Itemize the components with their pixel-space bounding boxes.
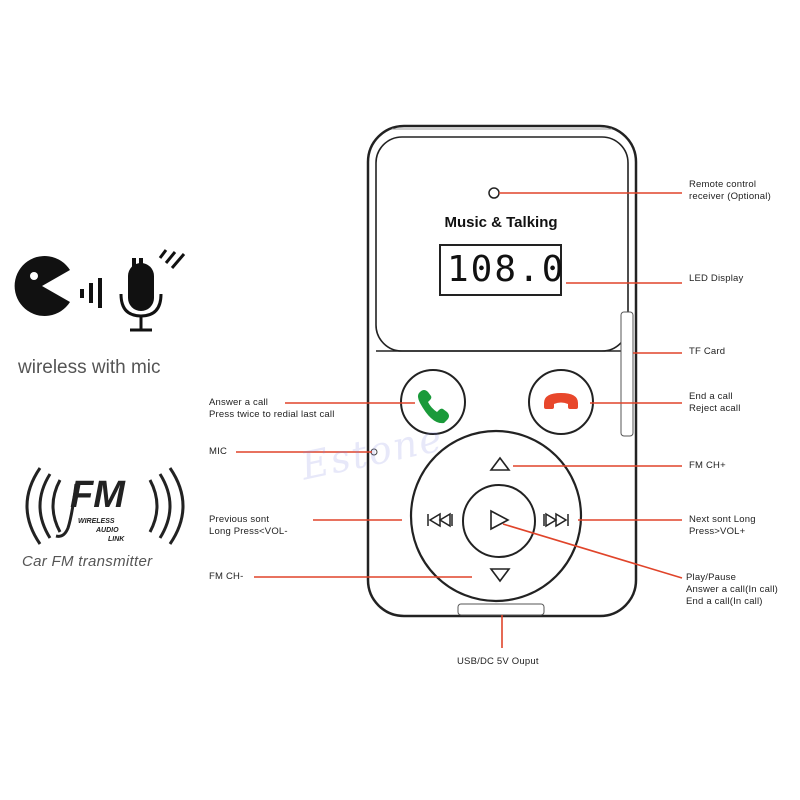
callout-mic: MIC	[209, 446, 228, 457]
fm-logo-line2: AUDIO	[96, 527, 119, 534]
end-call-button[interactable]	[528, 369, 594, 435]
fm-down-icon[interactable]	[489, 568, 511, 583]
wireless-caption: wireless with mic	[18, 357, 161, 378]
callout-fm-ch-minus: FM CH-	[209, 571, 244, 582]
microphone-icon	[119, 249, 186, 332]
tf-card-slot	[620, 311, 634, 437]
phone-end-icon	[544, 393, 578, 409]
fm-logo-line1: WIRELESS	[78, 518, 115, 525]
play-icon	[490, 509, 510, 531]
music-note-icon	[55, 483, 78, 538]
lcd-frequency: 108.0	[447, 249, 566, 290]
leader-lines	[236, 192, 683, 648]
answer-call-button[interactable]	[400, 369, 466, 435]
dpad[interactable]	[409, 429, 583, 603]
usb-port	[457, 603, 545, 616]
fm-logo-line3: LINK	[108, 536, 125, 543]
remote-receiver-dot	[488, 187, 500, 199]
callout-led: LED Display	[689, 273, 744, 284]
next-icon[interactable]	[543, 512, 569, 528]
callout-usb: USB/DC 5V Ouput	[457, 656, 539, 667]
fm-wave-icon	[25, 467, 185, 545]
previous-icon[interactable]	[427, 512, 453, 528]
callout-fm-ch-plus: FM CH+	[689, 460, 726, 471]
phone-answer-icon	[418, 390, 449, 424]
dpad-center-button[interactable]	[462, 484, 536, 558]
device-title: Music & Talking	[444, 214, 558, 231]
callout-tf: TF Card	[689, 346, 726, 357]
fm-up-icon[interactable]	[489, 456, 511, 471]
led-display	[439, 244, 562, 296]
fm-caption: Car FM transmitter	[22, 553, 153, 570]
pacman-speaker-icon	[14, 256, 102, 316]
fm-logo-text: FM	[70, 474, 125, 516]
